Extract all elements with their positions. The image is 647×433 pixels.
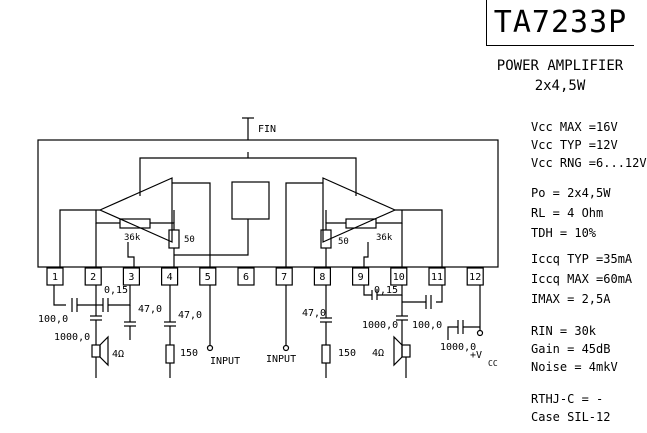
spec-imax: IMAX = 2,5A [531,292,611,306]
pin-label-6: 6 [243,272,249,283]
bias-block [231,181,270,220]
spec-gain: Gain = 45dB [531,342,611,356]
chip-title: TA7233P [486,0,634,46]
label-1000-0-left: 1000,0 [54,332,90,343]
speaker-left-body [91,344,101,358]
pin-label-3: 3 [128,272,134,283]
pin-label-5: 5 [205,272,211,283]
pin-12 [466,267,484,286]
label-150-left: 150 [180,348,198,359]
internal-resistor-36k-left [119,218,151,229]
label-vcc-sub: CC [488,359,498,368]
internal-resistor-36k-right [345,218,377,229]
label-36k-left: 36k [124,233,141,243]
label-47-0-a: 47,0 [138,304,162,315]
pin-7 [275,267,293,286]
label-100-0-right: 100,0 [412,320,442,331]
internal-resistor-50-right [320,229,332,249]
label-150-right: 150 [338,348,356,359]
label-input-right: INPUT [266,354,296,365]
pin-label-1: 1 [52,272,58,283]
fin-label: FIN [258,124,276,135]
spec-tdh: TDH = 10% [531,226,597,240]
spec-iccq-typ: Iccq TYP =35mA [531,252,633,266]
pin-label-12: 12 [469,272,481,283]
label-speaker-right: 4Ω [372,348,384,359]
label-0-15-right: 0,15 [374,285,398,296]
pin-2 [84,267,102,286]
spec-rthjc: RTHJ-C = - [531,392,604,406]
input-right-terminal [282,344,290,352]
subtitle-output-power: 2x4,5W [534,78,586,94]
spec-noise: Noise = 4mkV [531,360,618,374]
label-vcc-plus: +V [470,350,482,361]
pin-1 [46,267,64,286]
label-47-0-right: 47,0 [302,308,326,319]
pin-label-7: 7 [281,272,287,283]
ic-body [37,139,499,268]
label-speaker-left: 4Ω [112,349,124,360]
pin-label-11: 11 [431,272,443,283]
pin-label-8: 8 [319,272,325,283]
input-left-terminal [206,344,214,352]
pin-10 [390,267,408,286]
speaker-left-cone [99,335,109,367]
speaker-right-body [401,344,411,358]
spec-rin: RIN = 30k [531,324,597,338]
spec-vcc-typ: Vcc TYP =12V [531,138,618,152]
resistor-150-left [165,344,175,364]
pin-3 [122,267,141,286]
label-1000-0-right: 1000,0 [362,320,398,331]
pin-label-2: 2 [90,272,96,283]
label-0-15-left: 0,15 [104,285,128,296]
label-100-0-left: 100,0 [38,314,68,325]
pin-label-9: 9 [358,272,364,283]
spec-iccq-max: Iccq MAX =60mA [531,272,633,286]
label-36k-right: 36k [376,233,393,243]
spec-vcc-rng: Vcc RNG =6...12V [531,156,647,170]
spec-case: Case SIL-12 [531,410,611,424]
pin-label-10: 10 [393,272,405,283]
pin-6 [237,267,255,286]
label-1000-0-vcc: 1000,0 [440,342,476,353]
amplifier-left [98,177,173,243]
pin-9 [352,267,370,286]
amplifier-right [322,177,397,243]
pin-8 [313,267,331,286]
label-50-left: 50 [184,235,195,245]
label-47-0-b: 47,0 [178,310,202,321]
vcc-terminal [476,329,484,337]
label-50-right: 50 [338,237,349,247]
subtitle-power-amplifier: POWER AMPLIFIER [496,58,624,74]
pin-label-4: 4 [167,272,173,283]
resistor-150-right [321,344,331,364]
speaker-right-cone [393,335,403,367]
spec-rl: RL = 4 Ohm [531,206,604,220]
spec-po: Po = 2x4,5W [531,186,611,200]
label-input-left: INPUT [210,356,240,367]
spec-vcc-max: Vcc MAX =16V [531,120,618,134]
internal-resistor-50-left [168,229,180,249]
pin-5 [199,267,217,286]
pin-11 [428,267,446,286]
